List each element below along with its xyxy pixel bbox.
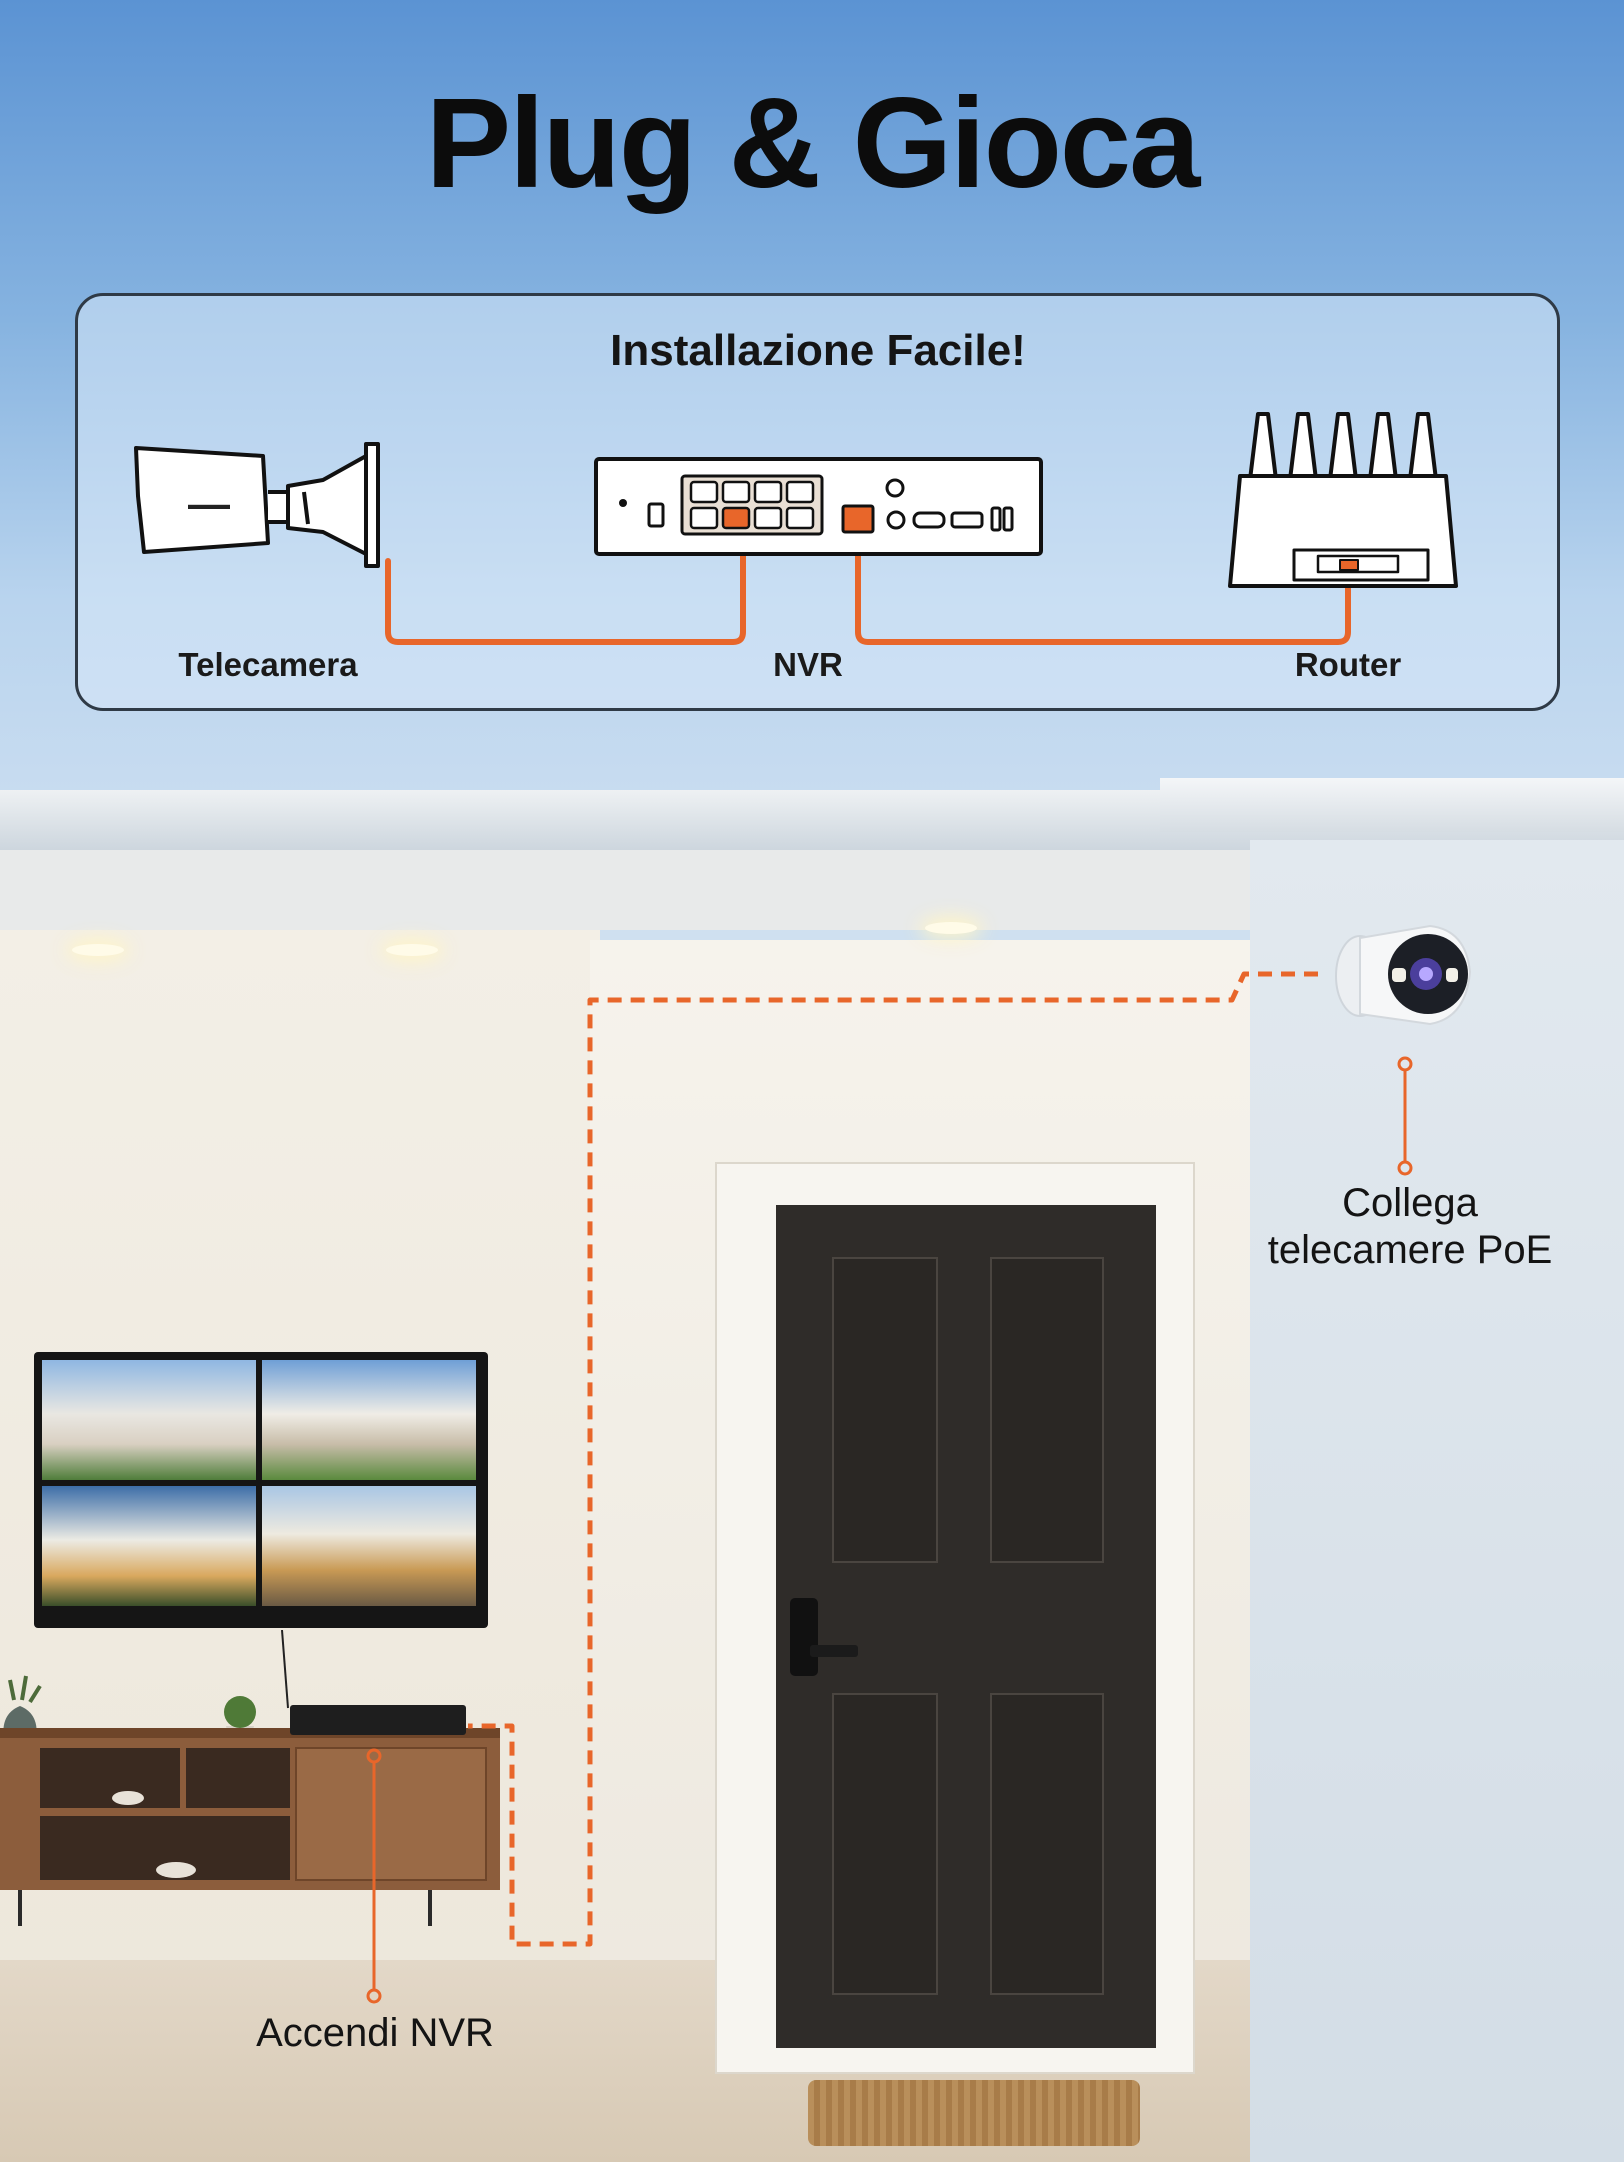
wall-right bbox=[1250, 840, 1624, 2162]
cable-nvr-router bbox=[855, 511, 1351, 645]
svg-text:▬▬▬: ▬▬▬ bbox=[188, 496, 230, 512]
door-handle bbox=[810, 1645, 858, 1657]
door-panel bbox=[832, 1257, 938, 1563]
door-panel bbox=[990, 1693, 1104, 1995]
door-panel bbox=[832, 1693, 938, 1995]
installation-diagram-panel: Installazione Facile! ▬▬▬ bbox=[75, 293, 1560, 711]
door-panel bbox=[990, 1257, 1104, 1563]
tv-camera-view bbox=[42, 1360, 256, 1480]
router-icon bbox=[1228, 412, 1458, 588]
cable-camera-nvr bbox=[385, 511, 746, 645]
router-label: Router bbox=[1294, 646, 1402, 683]
tv-icon bbox=[34, 1352, 488, 1628]
ceiling-light bbox=[925, 922, 977, 934]
door-icon bbox=[776, 1205, 1156, 2048]
diagram-title: Installazione Facile! bbox=[610, 326, 1026, 375]
camera-label: Telecamera bbox=[178, 646, 358, 683]
callout-power-on-nvr: Accendi NVR bbox=[256, 2011, 494, 2055]
nvr-icon bbox=[594, 457, 1043, 556]
smart-lock-icon bbox=[790, 1598, 818, 1676]
doormat bbox=[808, 2080, 1140, 2146]
security-camera-icon bbox=[1335, 924, 1472, 1026]
tv-camera-view bbox=[262, 1486, 476, 1606]
callout-connect-poe-cameras: Collega telecamere PoE bbox=[1267, 1181, 1553, 1273]
nvr-label: NVR bbox=[773, 646, 843, 683]
ceiling-light bbox=[386, 944, 438, 956]
tv-cabinet-decor bbox=[0, 1630, 500, 1926]
ceiling-light bbox=[72, 944, 124, 956]
page-title: Plug & Gioca bbox=[425, 72, 1201, 215]
tv-camera-view bbox=[42, 1486, 256, 1606]
camera-icon: ▬▬▬ bbox=[134, 442, 380, 568]
nvr-device bbox=[290, 1705, 466, 1735]
porch-ceiling bbox=[0, 850, 1250, 930]
roof-eave-right bbox=[1160, 778, 1624, 832]
diagram-drawing: ▬▬▬ bbox=[134, 412, 1458, 645]
tv-camera-view bbox=[262, 1360, 476, 1480]
